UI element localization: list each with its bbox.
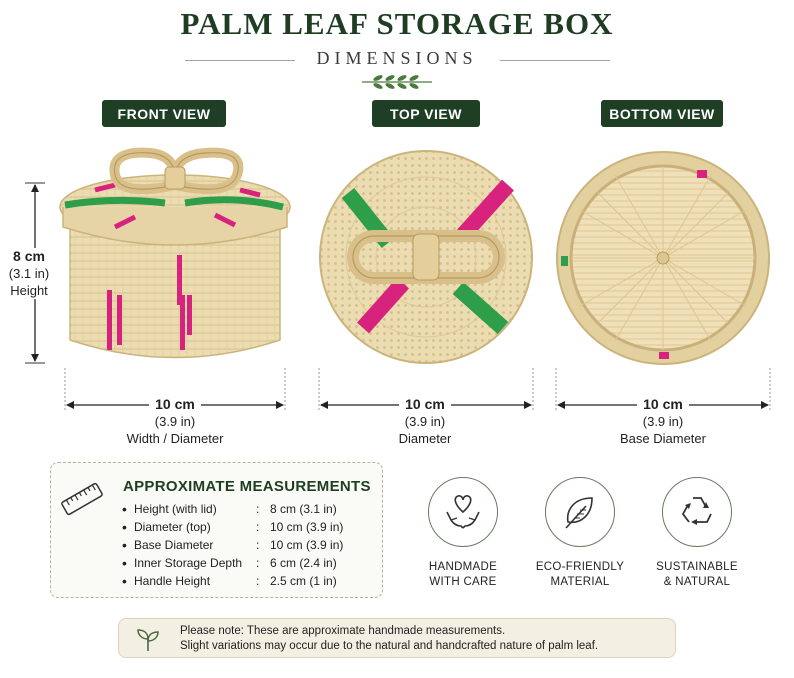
handmade-badge-label: HANDMADE WITH CARE [428, 561, 498, 588]
eco-friendly-badge [545, 477, 615, 547]
measurement-row: • Height (with lid) : 8 cm (3.1 in) [122, 501, 337, 517]
measurement-row: • Handle Height : 2.5 cm (1 in) [122, 573, 337, 589]
measurement-row: • Diameter (top) : 10 cm (3.9 in) [122, 519, 344, 535]
page-title: PALM LEAF STORAGE BOX [180, 6, 614, 41]
note-panel [118, 618, 676, 658]
sustainable-badge [662, 477, 732, 547]
recycle-icon [681, 497, 712, 525]
front-view-label: FRONT VIEW [102, 100, 226, 127]
bottom-diameter-dimension: 10 cm (3.9 in) Base Diameter [620, 396, 706, 446]
heart-hands-icon [446, 495, 480, 529]
note-text: Please note: These are approximate handm… [180, 625, 599, 652]
top-view-basket-image [319, 150, 533, 364]
ruler-icon [61, 482, 103, 516]
top-diameter-dimension: 10 cm (3.9 in) Diameter [398, 396, 452, 446]
measurement-row: • Base Diameter : 10 cm (3.9 in) [122, 537, 344, 553]
leaf-sprig-icon [362, 75, 432, 89]
front-view-basket-image [59, 147, 291, 359]
front-width-dimension: 10 cm (3.9 in) Width / Diameter [126, 396, 224, 446]
bottom-view-basket-image [556, 151, 770, 365]
front-height-dimension: 8 cm (3.1 in) Height [0, 248, 58, 299]
top-view-label: TOP VIEW [372, 100, 480, 127]
measurements-panel [50, 462, 383, 598]
page-subtitle: DIMENSIONS [316, 48, 478, 68]
sustainable-badge-label: SUSTAINABLE & NATURAL [656, 561, 738, 588]
measurements-title: APPROXIMATE MEASUREMENTS [123, 478, 371, 495]
bottom-view-label: BOTTOM VIEW [601, 100, 723, 127]
eco-friendly-badge-label: ECO-FRIENDLY MATERIAL [535, 561, 625, 588]
measurement-row: • Inner Storage Depth : 6 cm (2.4 in) [122, 555, 337, 571]
sprout-icon [137, 629, 159, 651]
subtitle-rule-right [500, 60, 610, 61]
handmade-badge [428, 477, 498, 547]
subtitle-rule-left [185, 60, 295, 61]
leaf-icon [565, 497, 593, 529]
